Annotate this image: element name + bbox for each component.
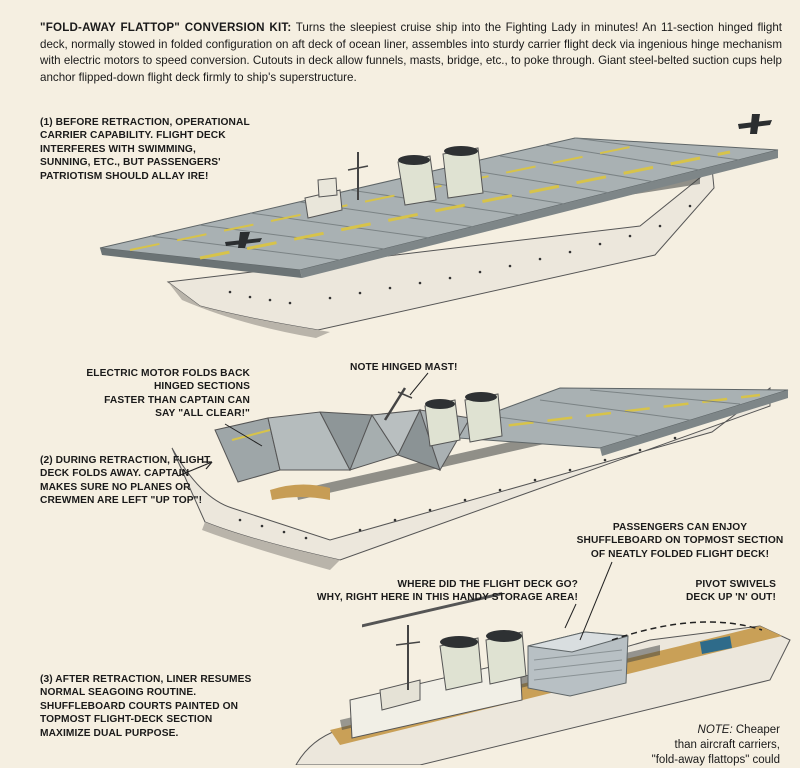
caption-pivot: PIVOT SWIVELS DECK UP 'N' OUT! — [685, 579, 776, 604]
note-line2: than aircraft carriers, — [674, 739, 780, 751]
ship2-funnels — [424, 392, 503, 447]
note-label: NOTE: — [697, 724, 733, 736]
ship1-deck-stripe — [199, 150, 731, 260]
caption-hinged-mast: NOTE HINGED MAST! — [350, 362, 458, 373]
note-line3: "fold-away flattops" could — [651, 754, 780, 766]
caption-shuffleboard: PASSENGERS CAN ENJOY SHUFFLEBOARD ON TOP… — [576, 522, 784, 560]
ship1-portholes — [228, 204, 692, 305]
plane-in-flight-icon — [738, 114, 772, 134]
ship-during-retraction — [171, 372, 789, 570]
intro-body: Turns the sleepiest cruise ship into the… — [40, 21, 782, 84]
caption-electric-motor: ELECTRIC MOTOR FOLDS BACK HINGED SECTION… — [86, 368, 250, 420]
ship3-funnels — [439, 630, 527, 691]
caption-before-retraction: (1) BEFORE RETRACTION, OPERATIONAL CARRI… — [40, 117, 250, 182]
footnote: NOTE: Cheaper than aircraft carriers, "f… — [590, 723, 780, 768]
ship2-portholes — [238, 436, 677, 540]
ship1-hull — [166, 167, 715, 331]
intro-paragraph: "FOLD-AWAY FLATTOP" CONVERSION KIT: Turn… — [40, 20, 782, 86]
pivot-arc — [611, 621, 763, 641]
intro-title: "FOLD-AWAY FLATTOP" CONVERSION KIT: — [40, 21, 292, 34]
ship2-hull — [171, 386, 771, 561]
ship1-funnels — [397, 146, 484, 206]
ship-after-retraction — [295, 561, 791, 765]
caption-where-deck: WHERE DID THE FLIGHT DECK GO? WHY, RIGHT… — [316, 579, 578, 604]
ship-before-retraction — [99, 114, 779, 338]
ship1-plane-on-deck — [225, 232, 262, 248]
note-line1: Cheaper — [735, 724, 780, 736]
caption-after-retraction: (3) AFTER RETRACTION, LINER RESUMES NORM… — [40, 674, 252, 739]
caption-during-retraction: (2) DURING RETRACTION, FLIGHT DECK FOLDS… — [40, 455, 211, 507]
